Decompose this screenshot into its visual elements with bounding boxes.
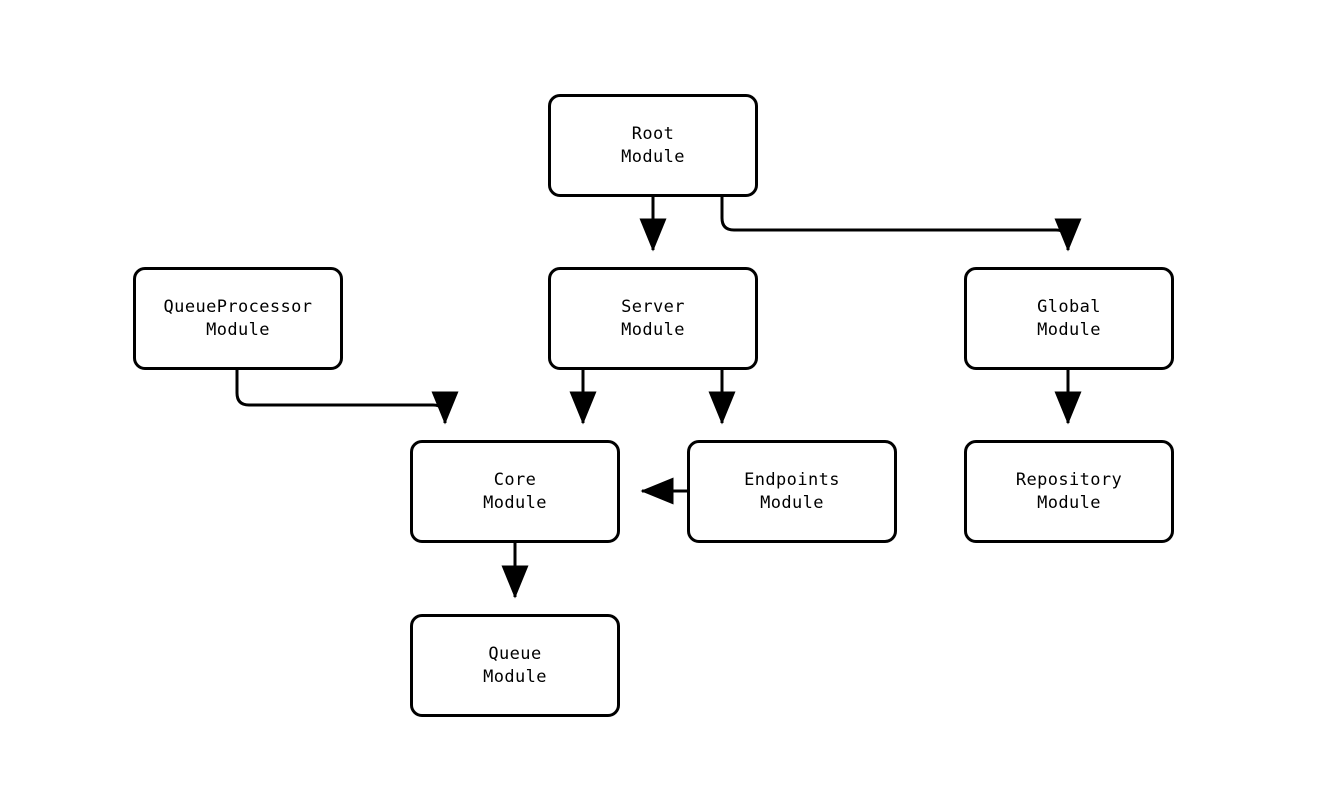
node-repository-label-line1: Repository <box>1015 469 1123 490</box>
node-core-label-line2: Module <box>483 492 547 513</box>
node-repository-label-line2: Module <box>1037 492 1101 513</box>
node-queue[interactable]: Queue Module <box>410 614 620 717</box>
node-global-label-line1: Global <box>1037 296 1101 317</box>
node-core-label-line1: Core <box>493 469 537 490</box>
node-endpoints-label-line2: Module <box>760 492 824 513</box>
node-queue-label-line2: Module <box>483 666 547 687</box>
edges-group <box>235 197 1082 599</box>
node-global[interactable]: Global Module <box>964 267 1174 370</box>
node-queue-label-line1: Queue <box>488 643 542 664</box>
node-root[interactable]: Root Module <box>548 94 758 197</box>
node-queueprocessor-label-line2: Module <box>206 319 270 340</box>
node-core[interactable]: Core Module <box>410 440 620 543</box>
node-queueprocessor[interactable]: QueueProcessor Module <box>133 267 343 370</box>
node-endpoints-label-line1: Endpoints <box>744 469 840 490</box>
node-endpoints[interactable]: Endpoints Module <box>687 440 897 543</box>
node-server-label-line2: Module <box>621 319 685 340</box>
node-server-label-line1: Server <box>621 296 685 317</box>
node-server[interactable]: Server Module <box>548 267 758 370</box>
node-root-label-line1: Root <box>631 123 675 144</box>
edge-root-to-global <box>720 197 1082 252</box>
node-repository[interactable]: Repository Module <box>964 440 1174 543</box>
edge-queueprocessor-to-core <box>235 370 459 425</box>
node-root-label-line2: Module <box>621 146 685 167</box>
node-global-label-line2: Module <box>1037 319 1101 340</box>
node-queueprocessor-label-line1: QueueProcessor <box>163 296 313 317</box>
